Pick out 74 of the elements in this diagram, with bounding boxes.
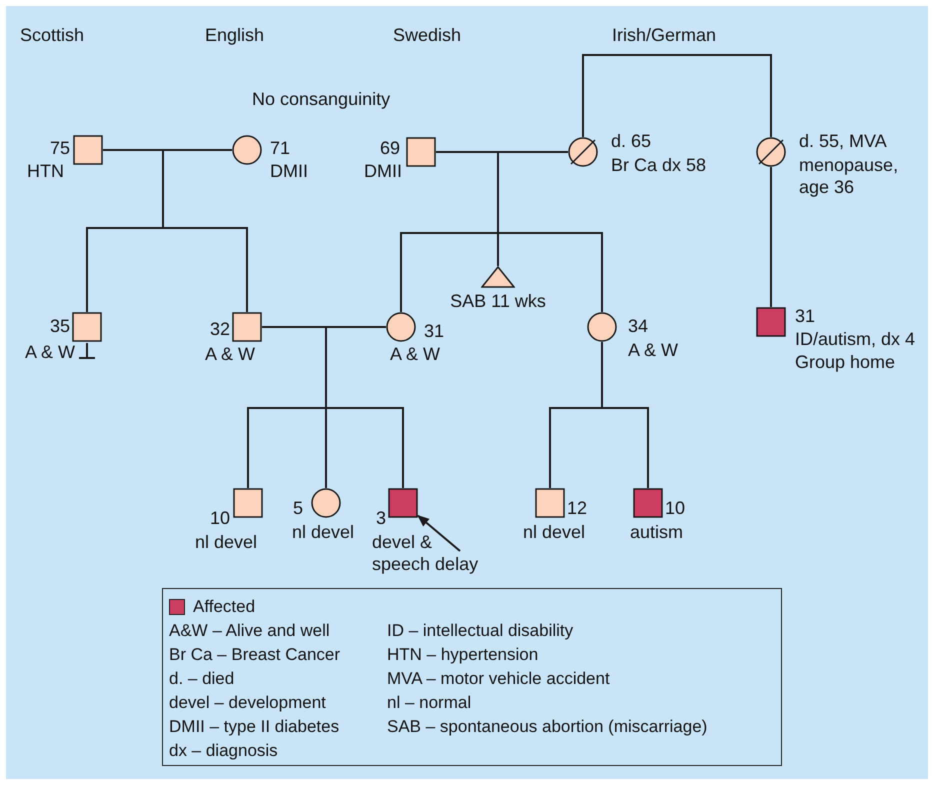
male-square [233,488,263,518]
symbol-annotation: 34 [628,315,648,337]
deceased-female-circle [568,137,598,167]
symbol-annotation: 10 [665,497,686,519]
symbol-annotation: A & W [205,343,256,365]
ancestry-label: Scottish [20,24,84,46]
symbol-annotation: 75 [50,137,70,159]
female-circle [587,312,617,342]
symbol-annotation: SAB 11 wks [450,290,546,312]
ancestry-label: Irish/German [612,24,716,46]
female-circle [232,135,262,165]
symbol-annotation: nl devel [195,531,258,553]
symbol-annotation: nl devel [523,521,586,543]
pedigree-line [497,151,603,312]
male-square [232,312,262,342]
proband-arrow [417,514,461,552]
symbol-annotation: 69 [380,137,400,159]
affected-male-square [756,307,786,337]
abbreviation-text: HTN – hypertension [387,644,540,666]
symbol-annotation: 12 [567,497,588,519]
symbol-annotation: Br Ca dx 58 [611,154,706,176]
abbreviation-text: ID – intellectual disability [387,620,574,642]
ancestry-label: Swedish [393,24,462,46]
symbol-annotation: menopause, age 36 [799,154,899,198]
female-circle [386,312,416,342]
symbol-annotation: 35 [50,315,70,337]
abbreviation-text: A&W – Alive and well [169,620,331,642]
abbreviation-text: DMII – type II diabetes [169,716,340,738]
symbol-annotation: d. 55, MVA [799,130,887,152]
pedigree-line [770,167,772,307]
symbol-annotation: Group home [795,351,896,373]
female-circle [311,488,341,518]
symbol-annotation: ID/autism, dx 4 [795,328,916,350]
male-square [406,137,436,167]
symbol-annotation: A & W [390,343,440,365]
male-square [73,135,103,165]
note-text: No consanguinity [252,88,390,110]
pedigree-line [325,326,404,488]
symbol-annotation: 10 [210,507,230,529]
ancestry-label: English [205,24,264,46]
deceased-female-circle [756,137,786,167]
symbol-annotation: A & W [25,341,76,363]
symbol-annotation: 3 [376,507,386,529]
pedigree-line [162,149,248,312]
abbreviation-text: nl – normal [387,692,472,714]
male-square [535,488,565,518]
abbreviation-text: d. – died [169,668,236,690]
symbol-annotation: devel & speech delay [372,531,480,575]
pedigree-line [582,54,772,137]
symbol-annotation: 31 [424,320,444,342]
symbol-annotation: nl devel [292,521,354,543]
symbol-annotation: 32 [210,318,230,340]
symbol-annotation: autism [630,521,684,543]
abbreviation-text: SAB – spontaneous abortion (miscarriage) [387,716,708,738]
symbol-annotation: 31 [795,305,816,327]
abbreviation-text: Br Ca – Breast Cancer [169,644,342,666]
affected-male-square [633,488,663,518]
abbreviation-text: MVA – motor vehicle accident [387,668,611,690]
abbreviation-text: devel – development [169,692,327,714]
affected-male-square [388,488,418,518]
symbol-annotation: DMII [364,160,402,182]
male-square [72,312,102,342]
abbreviation-text: dx – diagnosis [169,740,279,762]
pregnancy-triangle [481,266,515,288]
symbol-annotation: d. 65 [611,130,652,152]
symbol-annotation: DMII [270,160,308,182]
symbol-annotation: 5 [293,497,304,519]
pedigree-line [262,326,386,328]
symbol-annotation: A & W [628,339,678,361]
legend-label: Affected [193,596,256,618]
pedigree-line [436,151,568,153]
symbol-annotation: HTN [27,160,64,182]
pedigree-line [103,149,232,151]
symbol-annotation: 71 [270,137,290,159]
